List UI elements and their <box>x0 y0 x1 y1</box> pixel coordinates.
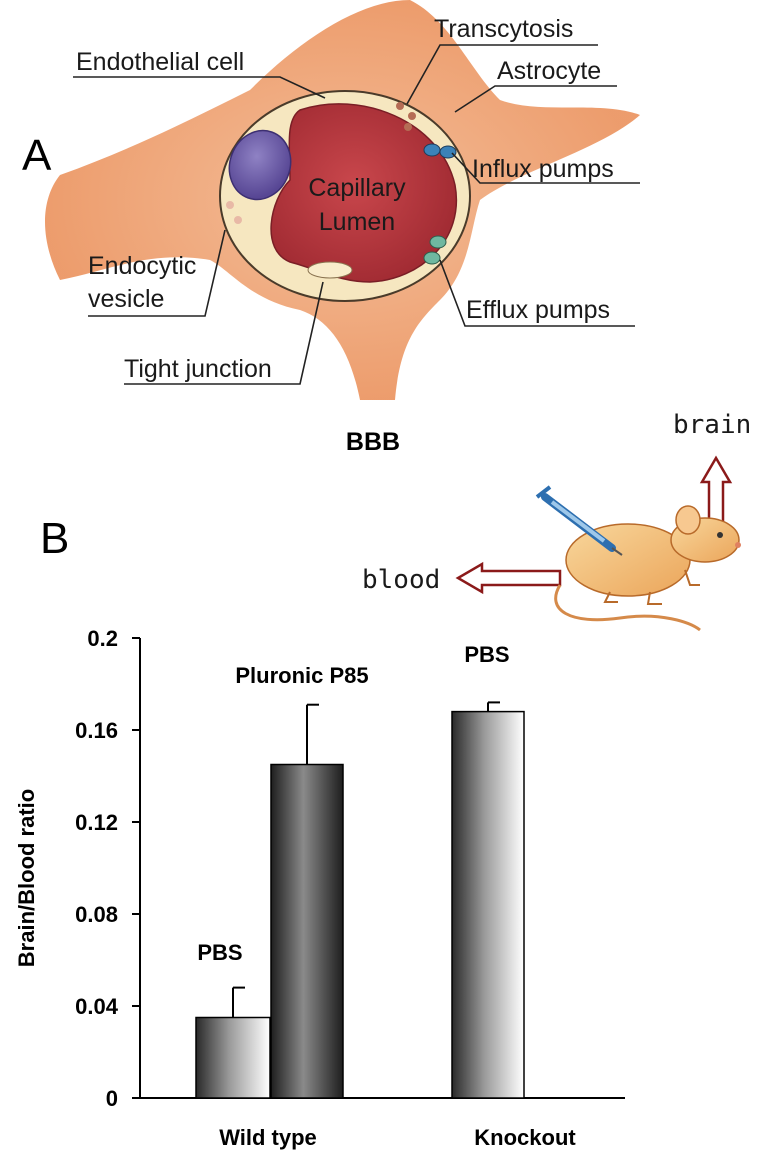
tight-junction-label: Tight junction <box>124 355 272 383</box>
endothelial-cell-label: Endothelial cell <box>76 48 244 76</box>
nucleus-shape <box>228 129 292 201</box>
y-tick-label: 0.16 <box>75 718 118 743</box>
bbb-title: BBB <box>346 428 400 456</box>
y-tick-label: 0.04 <box>75 994 119 1019</box>
blood-arrow-icon <box>455 561 562 595</box>
capillary-label: Capillary <box>308 174 406 202</box>
vesicle-dot <box>234 216 242 224</box>
lumen-label: Lumen <box>319 208 395 236</box>
bar-label: Pluronic P85 <box>235 663 368 688</box>
brain-label: brain <box>673 410 751 440</box>
influx-pumps-label: Influx pumps <box>472 155 614 183</box>
vesicle-dot <box>396 102 404 110</box>
tight-junction-shape <box>307 261 353 279</box>
blood-label: blood <box>362 565 440 595</box>
callout-lines <box>73 44 640 385</box>
efflux-pumps-label: Efflux pumps <box>466 296 610 324</box>
vesicle-label: vesicle <box>88 285 164 313</box>
y-tick-label: 0.2 <box>87 626 118 651</box>
panel-b: B brain blood <box>14 410 751 1150</box>
panel-a-letter: A <box>22 131 52 180</box>
vesicle-dot <box>408 112 416 120</box>
y-ticks: 0 0.04 0.08 0.12 0.16 0.2 <box>75 626 140 1111</box>
vesicle-dot <box>404 123 412 131</box>
group-labels: Wild type Knockout <box>219 1125 576 1150</box>
bar <box>195 1016 271 1099</box>
panel-a: A Capillary Lumen <box>22 0 640 456</box>
influx-pump-icon <box>423 143 457 159</box>
vesicle-dot <box>226 201 234 209</box>
group-label: Knockout <box>474 1125 576 1150</box>
astrocyte-label: Astrocyte <box>497 57 601 85</box>
endocytic-label: Endocytic <box>88 252 196 280</box>
y-axis-title: Brain/Blood ratio <box>14 789 39 967</box>
bar-label: PBS <box>197 940 242 965</box>
bar <box>451 710 525 1099</box>
transcytosis-label: Transcytosis <box>434 15 573 43</box>
efflux-pump-icon <box>423 235 447 265</box>
panel-b-letter: B <box>40 514 69 563</box>
group-label: Wild type <box>219 1125 317 1150</box>
bar-label: PBS <box>464 642 509 667</box>
y-tick-label: 0.08 <box>75 902 118 927</box>
y-tick-label: 0.12 <box>75 810 118 835</box>
syringe-icon <box>535 485 623 556</box>
mouse-icon <box>554 505 741 632</box>
capillary-lumen-shape <box>270 103 458 283</box>
bar <box>270 763 344 1099</box>
y-tick-label: 0 <box>106 1086 118 1111</box>
